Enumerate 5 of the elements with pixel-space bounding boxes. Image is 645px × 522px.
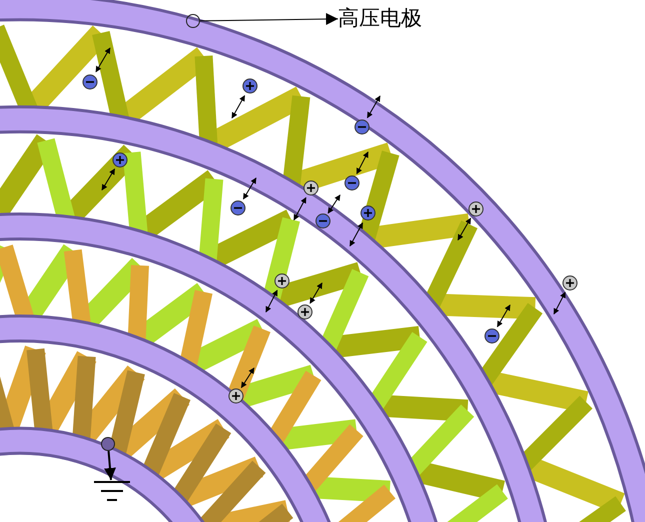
terminal-circle xyxy=(101,437,115,451)
electrode-label: 高压电极 xyxy=(338,4,448,32)
leader-arrow xyxy=(104,450,116,480)
ground-symbol-icon xyxy=(94,480,130,504)
terminal-circle xyxy=(186,14,200,28)
